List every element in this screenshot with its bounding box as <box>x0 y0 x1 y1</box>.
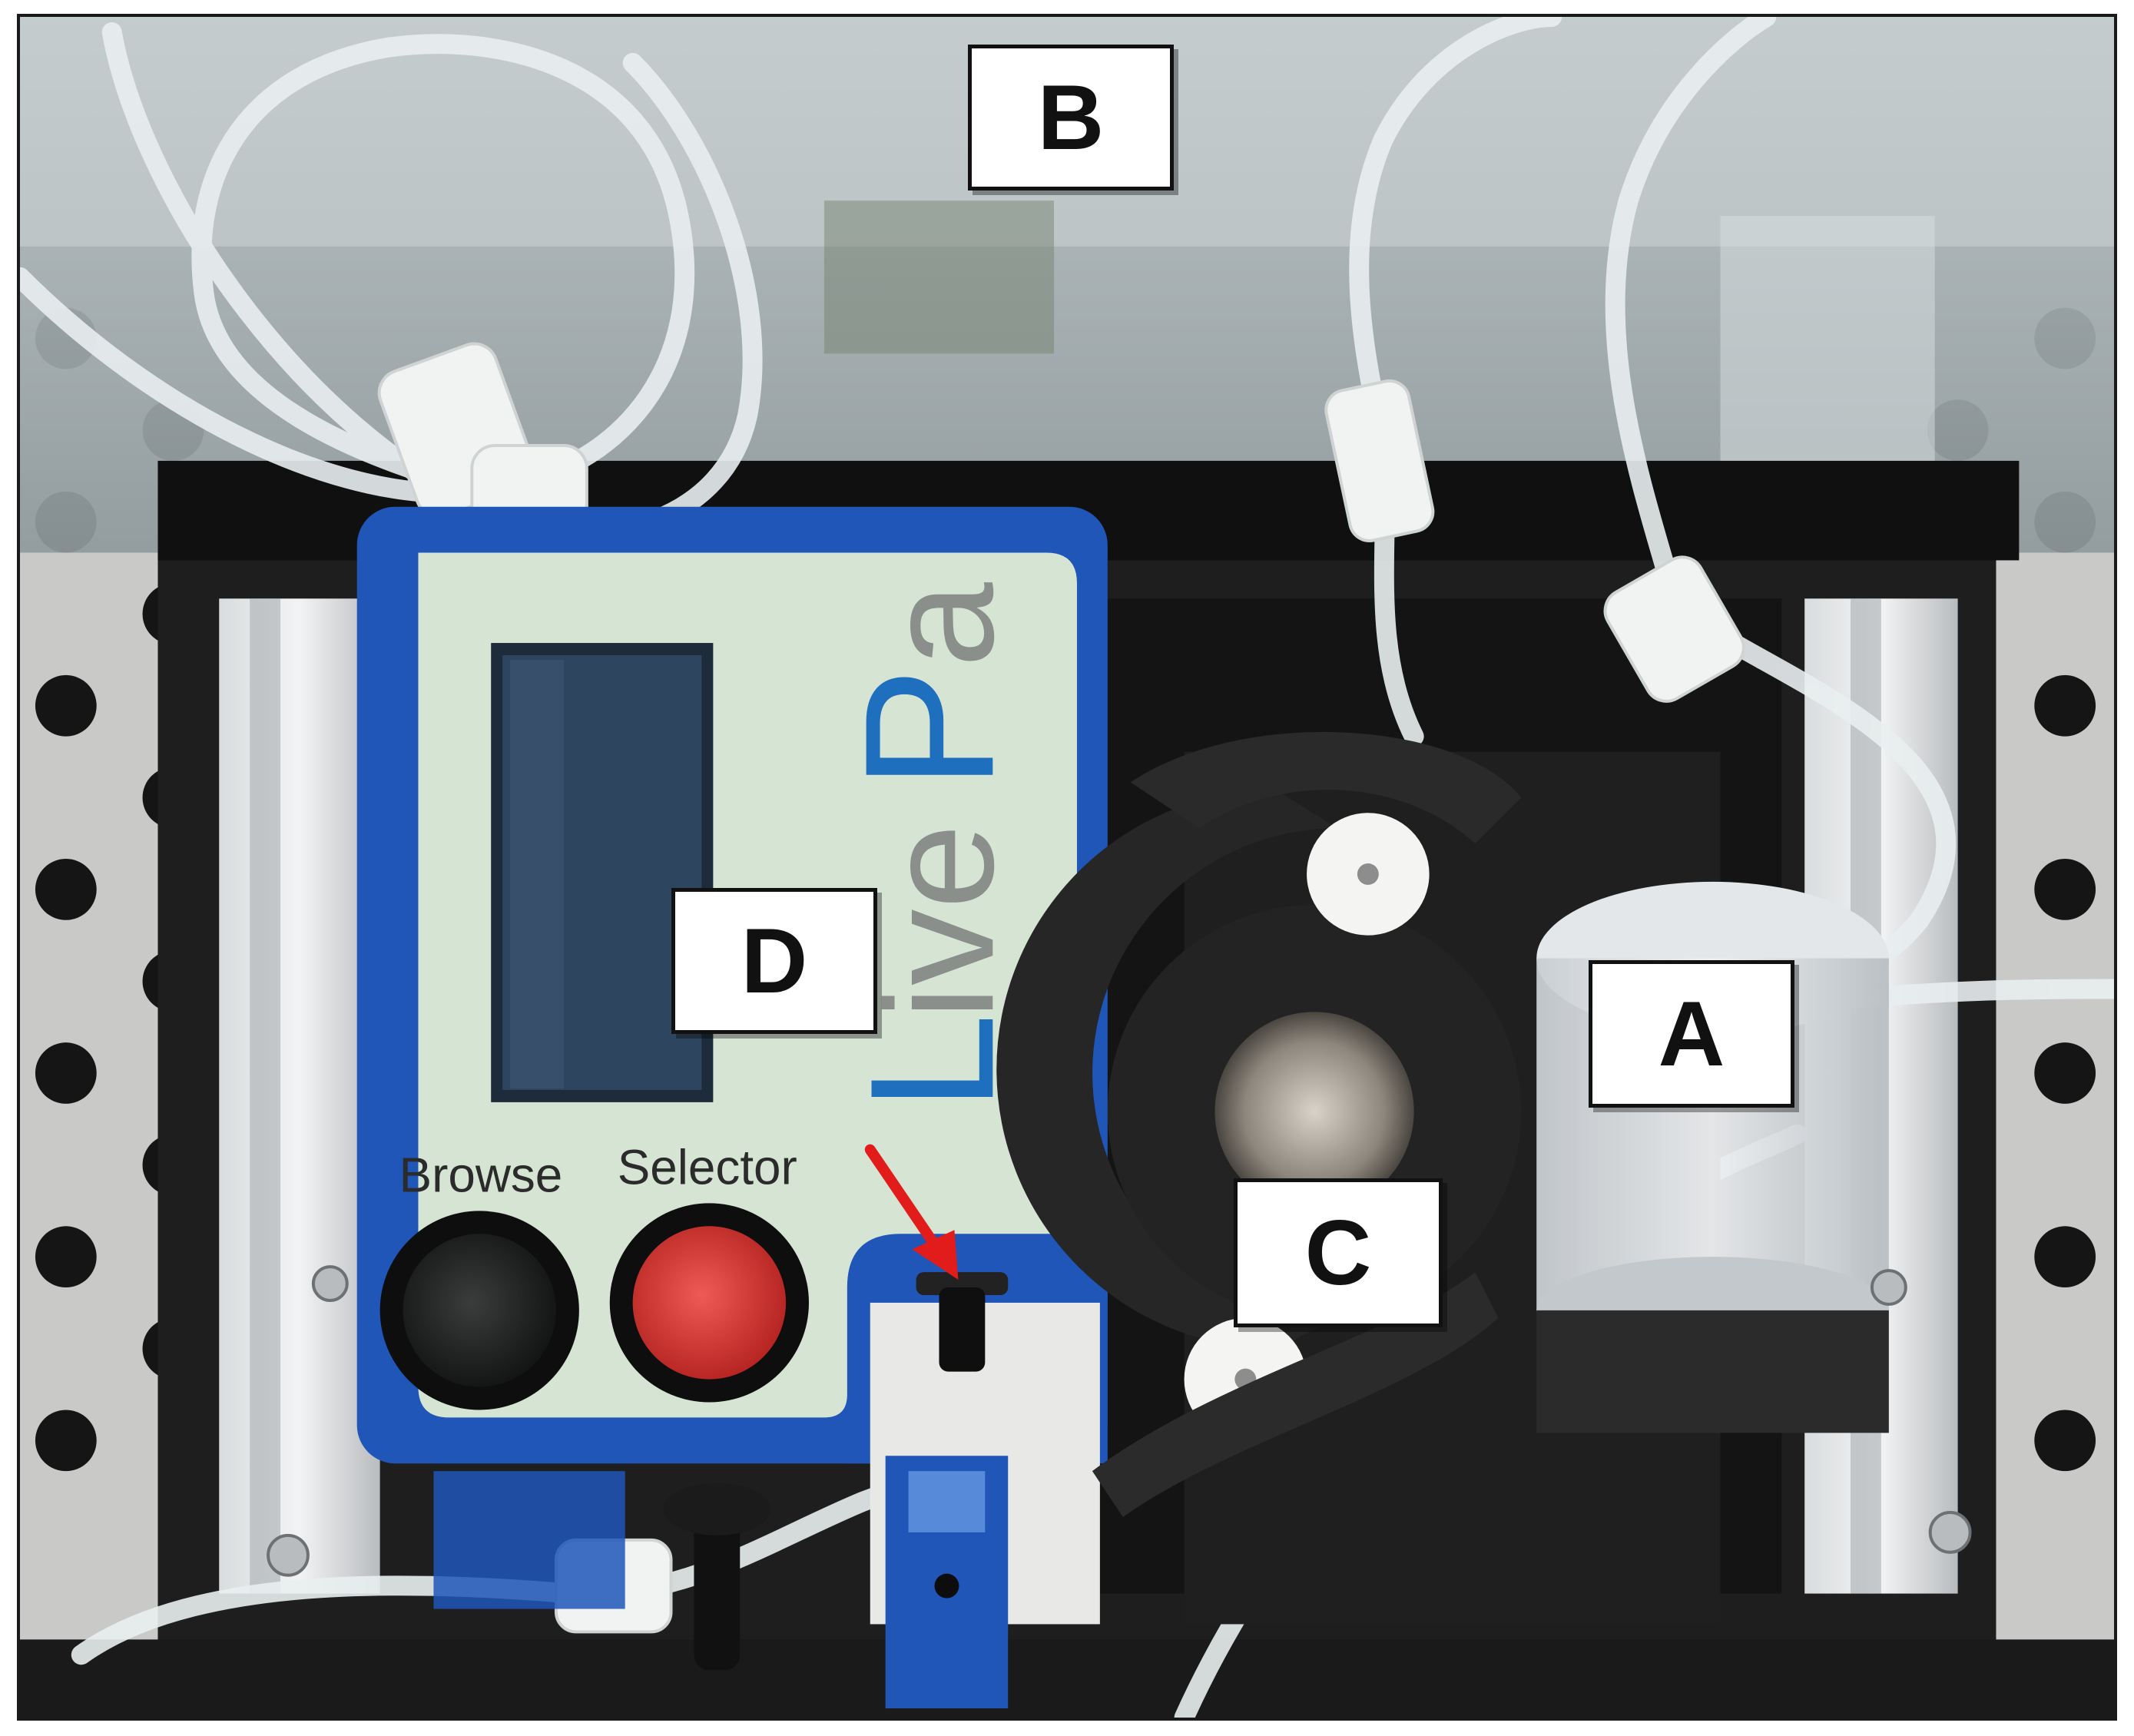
pump-rotor-cup <box>1214 1012 1414 1211</box>
label-b: B <box>968 45 1174 190</box>
label-d: D <box>671 888 877 1034</box>
brand-letter-p: P <box>826 668 1032 790</box>
brand-letters-ive: ive <box>855 824 1026 1020</box>
brand-letter-a: a <box>855 582 1026 668</box>
bolts <box>267 1265 1972 1577</box>
browse-caption: Browse <box>399 1147 563 1202</box>
browse-button[interactable] <box>403 1234 556 1387</box>
label-a: A <box>1589 960 1794 1108</box>
label-c: C <box>1234 1178 1443 1327</box>
selector-button[interactable] <box>632 1226 787 1380</box>
red-arrow-icon <box>864 1144 959 1280</box>
selector-caption: Selector <box>618 1140 797 1195</box>
photo-frame: L ive P a Browse Selector <box>17 14 2117 1721</box>
pump-setup-photo: L ive P a Browse Selector <box>20 17 2114 1718</box>
